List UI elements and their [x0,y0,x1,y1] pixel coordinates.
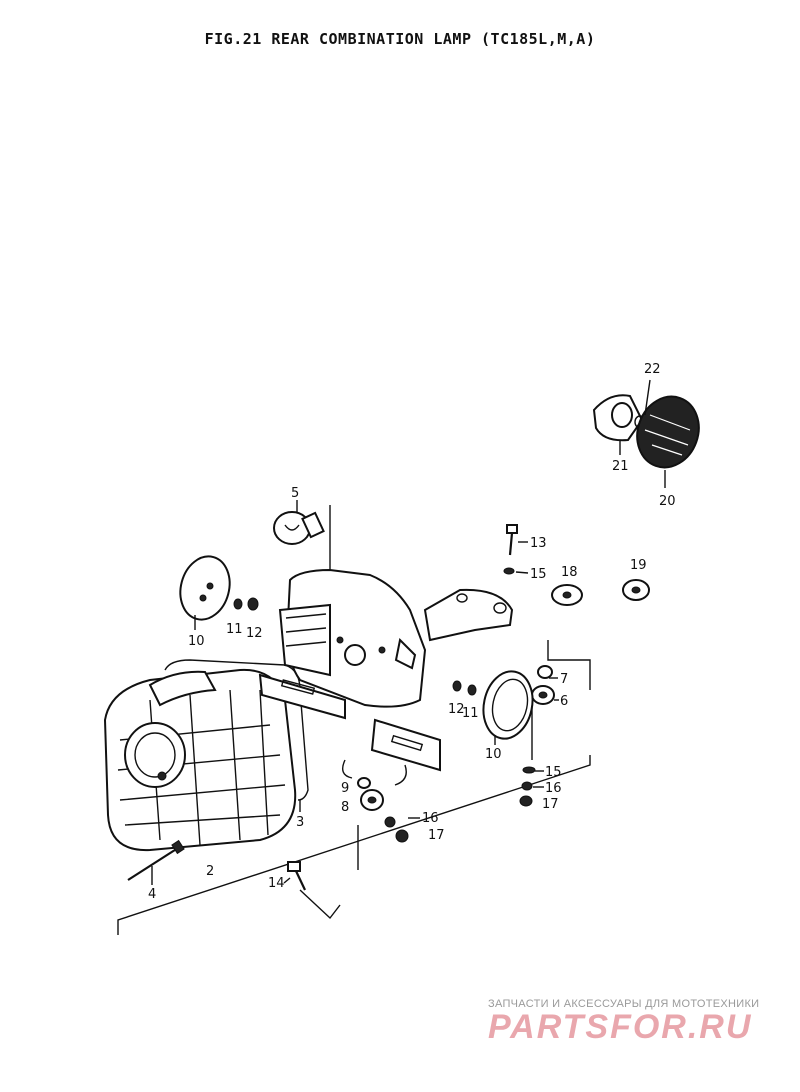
part-label-15-right: 15 [545,765,562,780]
bottom-bolt [287,861,306,891]
lamp-lens-left [179,555,231,630]
tail-lamp-housing [103,668,297,852]
part-label-20: 20 [659,494,676,509]
reflector-assembly [592,379,700,488]
part-label-22: 22 [644,362,661,377]
part-label-11-left: 11 [226,622,243,637]
part-label-16-bottom: 16 [422,811,439,826]
part-label-10-left: 10 [188,634,205,649]
collar-grommet [342,759,407,811]
part-label-14: 14 [268,876,285,891]
watermark-brand: PARTSFOR.RU [488,1008,753,1046]
rubber-grommets [551,579,650,606]
lamp-bracket-plate [258,568,514,772]
part-label-6: 6 [560,694,568,709]
long-screw [127,839,185,885]
washer-stack [503,567,536,807]
part-label-17-right: 17 [542,797,559,812]
part-label-2: 2 [206,864,214,879]
part-label-8: 8 [341,800,349,815]
part-label-9: 9 [341,781,349,796]
part-label-7: 7 [560,672,568,687]
part-label-3: 3 [296,815,304,830]
nut-washer-left [233,597,259,611]
part-label-18: 18 [561,565,578,580]
part-label-19: 19 [630,558,647,573]
part-label-21: 21 [612,459,629,474]
nut-washer-right [452,680,477,696]
part-label-10-right: 10 [485,747,502,762]
part-labels: 2 3 4 5 6 7 8 9 10 10 11 11 12 12 13 14 … [148,362,676,902]
watermark: ЗАПЧАСТИ И АКСЕССУАРЫ ДЛЯ МОТОТЕХНИКИ PA… [488,998,788,1047]
mount-bolt [506,524,518,556]
watermark-tagline: ЗАПЧАСТИ И АКСЕССУАРЫ ДЛЯ МОТОТЕХНИКИ [488,998,760,1010]
stop-tail-bulb [273,500,325,545]
part-label-13: 13 [530,536,547,551]
part-label-12-right: 12 [448,702,465,717]
part-label-4: 4 [148,887,156,902]
part-label-17-bottom: 17 [428,828,445,843]
nut-washer-bottom [384,816,409,843]
part-label-15-top: 15 [530,567,547,582]
figure-title: FIG.21 REAR COMBINATION LAMP (TC185L,M,A… [204,30,596,48]
label-leaders [283,541,559,884]
grommet-stud [531,665,555,705]
part-label-12-left: 12 [246,626,263,641]
part-label-16-right: 16 [545,781,562,796]
part-label-5: 5 [291,486,299,501]
part-label-11-right: 11 [462,706,479,721]
lamp-lens-right [482,670,534,745]
